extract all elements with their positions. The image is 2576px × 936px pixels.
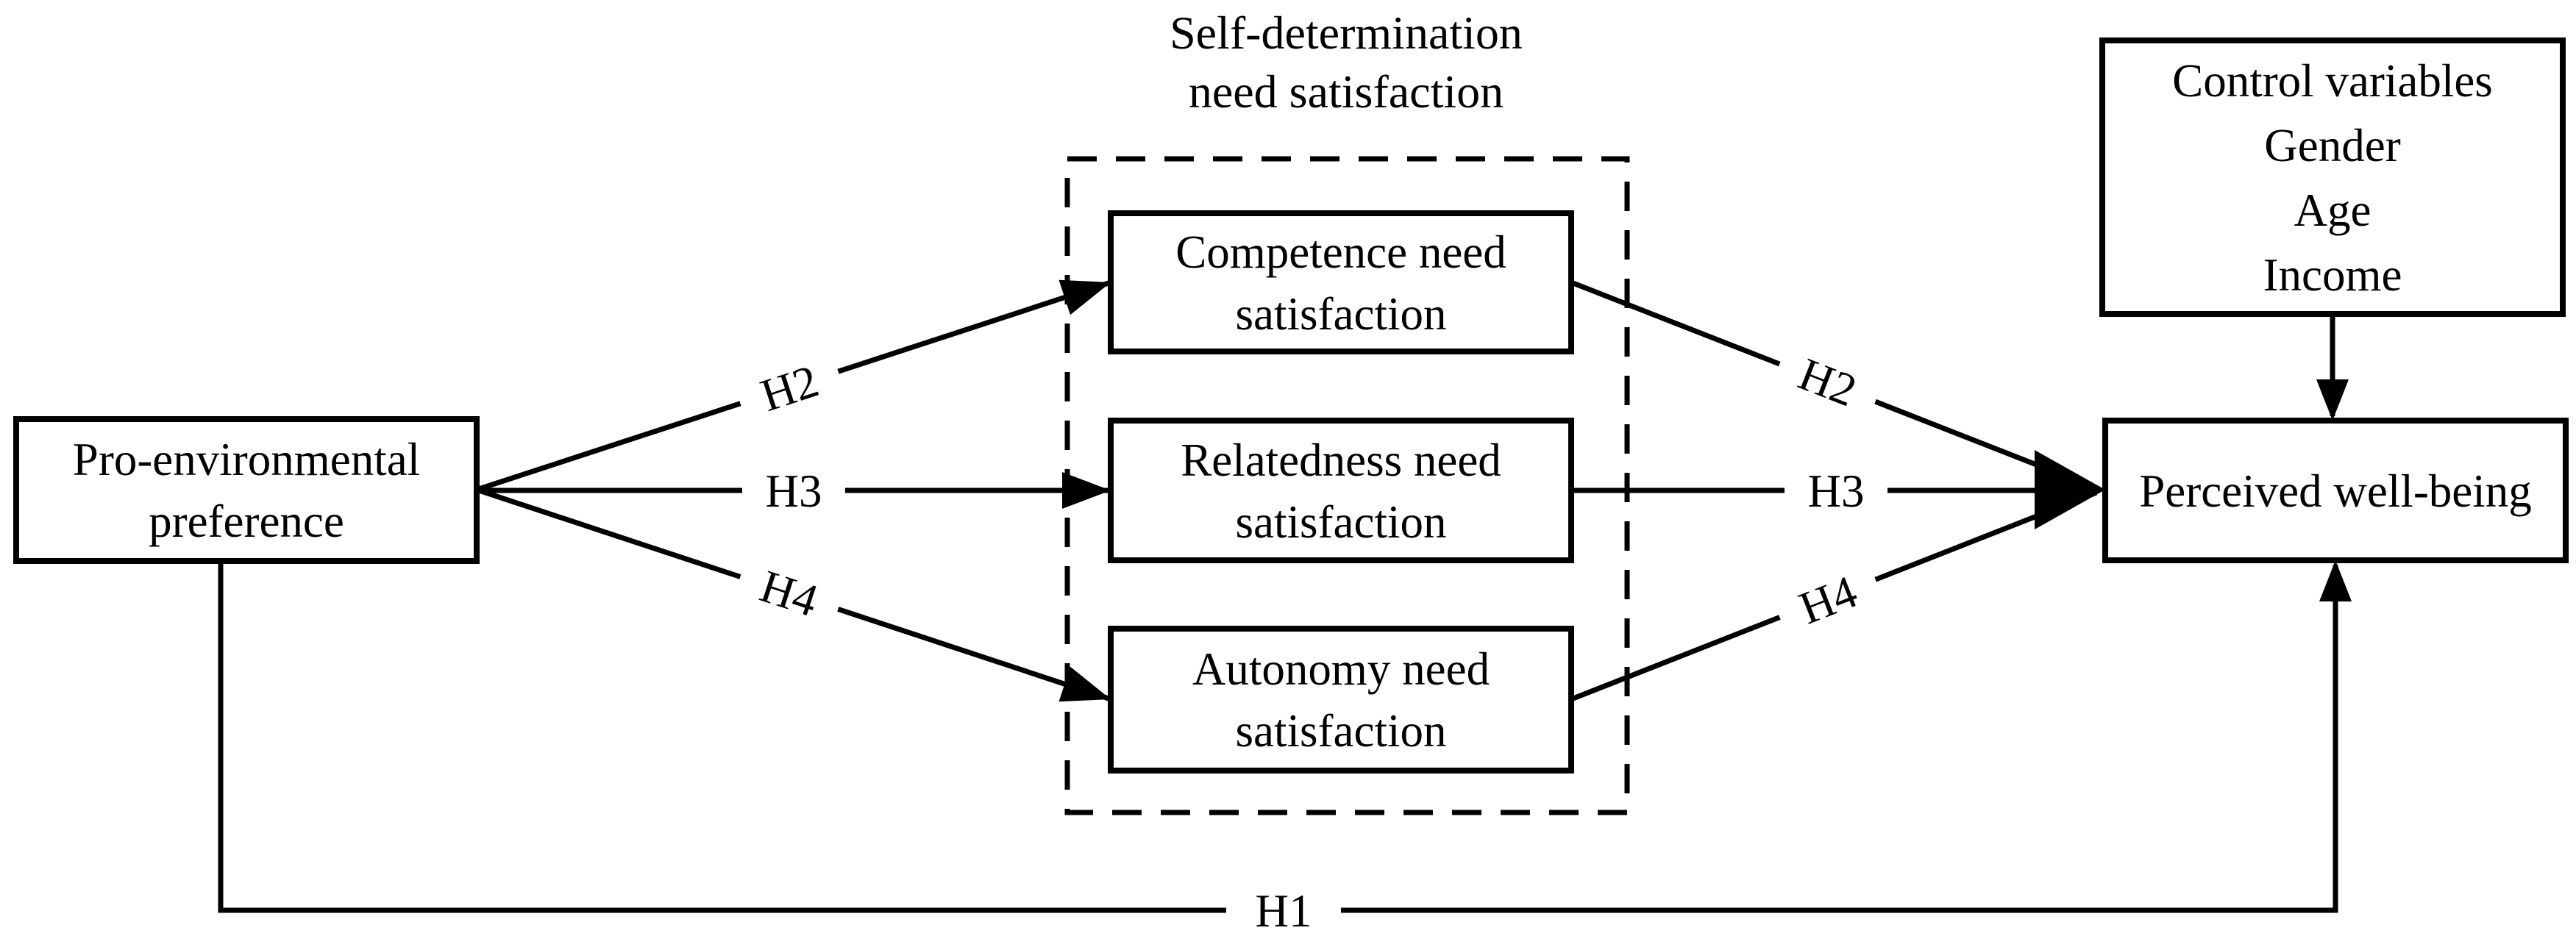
autonomy-label-line2: satisfaction (1236, 705, 1447, 757)
label-h3-right: H3 (1808, 465, 1865, 517)
node-perceived-wellbeing: Perceived well-being (2102, 418, 2569, 563)
perceived-wellbeing-box (2102, 418, 2569, 563)
node-relatedness-need-satisfaction: Relatedness need satisfaction (1108, 418, 1574, 563)
label-h3-right-group: H3 (1785, 461, 1887, 520)
pro-environmental-label-line1: Pro-environmental (73, 434, 420, 485)
competence-box (1108, 210, 1574, 354)
control-variables-label-line1: Control variables (2172, 55, 2493, 107)
relatedness-label-line2: satisfaction (1236, 496, 1447, 548)
arrowhead-h1-up-icon (2319, 560, 2352, 601)
label-h2-right-gap (1769, 335, 1887, 428)
competence-label-line1: Competence need (1175, 226, 1506, 278)
perceived-wellbeing-label: Perceived well-being (2139, 465, 2532, 517)
control-variables-label-line2: Gender (2264, 120, 2400, 171)
node-pro-environmental-preference: Pro-environmental preference (13, 416, 480, 564)
arrowhead-into-autonomy-icon (1058, 666, 1111, 702)
label-h3-left: H3 (766, 465, 822, 517)
label-h1-gap (1226, 881, 1341, 936)
label-h3-right-gap (1785, 461, 1887, 520)
label-h2-right-group: H2 (1769, 335, 1887, 428)
autonomy-box (1108, 626, 1574, 774)
autonomy-label-line1: Autonomy need (1192, 643, 1490, 695)
label-h4-right-group: H4 (1769, 553, 1887, 646)
arrowhead-into-competence-icon (1058, 279, 1111, 315)
label-h2-left-gap (731, 343, 847, 432)
relatedness-box (1108, 418, 1574, 563)
label-h4-left-gap (731, 549, 847, 637)
pro-environmental-label-line2: preference (149, 496, 344, 547)
node-control-variables: Control variables Gender Age Income (2099, 37, 2566, 317)
competence-label-line2: satisfaction (1236, 288, 1447, 340)
label-h4-right-gap (1769, 553, 1887, 646)
node-autonomy-need-satisfaction: Autonomy need satisfaction (1108, 626, 1574, 774)
pro-environmental-box (13, 416, 480, 564)
arrowhead-into-relatedness-icon (1062, 472, 1111, 509)
arrowhead-control-down-icon (2316, 379, 2349, 421)
group-title-line2: need satisfaction (1189, 65, 1504, 118)
control-variables-box (2099, 37, 2566, 317)
relatedness-label-line1: Relatedness need (1181, 435, 1501, 486)
control-variables-label-line3: Age (2294, 185, 2372, 236)
control-variables-label-line4: Income (2263, 249, 2402, 301)
label-h1-group: H1 (1226, 881, 1341, 936)
label-h3-left-gap (742, 461, 845, 520)
label-h4-left-group: H4 (731, 549, 847, 637)
label-h3-left-group: H3 (742, 461, 845, 520)
group-title-line1: Self-determination (1170, 7, 1523, 59)
label-h2-left-group: H2 (731, 343, 847, 432)
label-h1: H1 (1256, 885, 1312, 936)
arrowhead-into-wellbeing-icon (2035, 450, 2105, 529)
node-competence-need-satisfaction: Competence need satisfaction (1108, 210, 1574, 354)
